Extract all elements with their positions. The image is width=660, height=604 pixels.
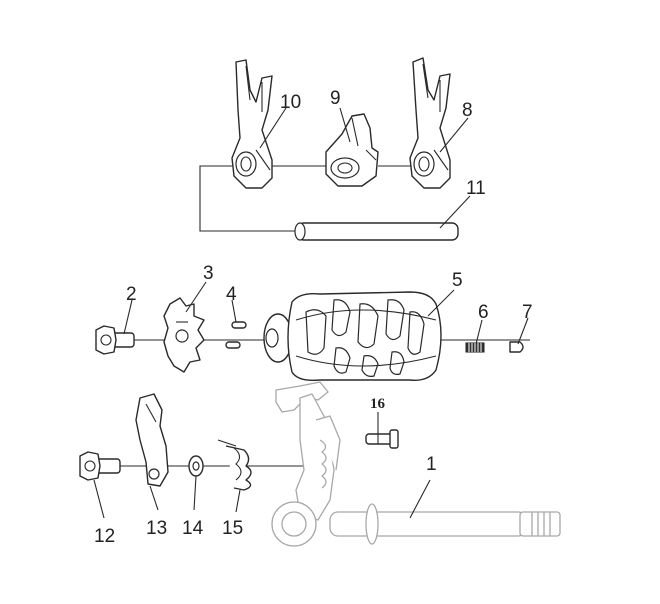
callout-15: 15 <box>222 518 243 539</box>
washer-14 <box>188 455 204 477</box>
callout-3: 3 <box>203 263 214 284</box>
shift-shaft-group <box>79 381 561 547</box>
callout-7: 7 <box>522 302 533 323</box>
callout-6: 6 <box>478 302 489 323</box>
callout-8: 8 <box>462 100 473 121</box>
shift-fork-8 <box>409 57 451 189</box>
callout-14: 14 <box>182 518 204 539</box>
callout-2: 2 <box>126 284 137 305</box>
callout-12: 12 <box>94 526 115 547</box>
return-spring-15 <box>217 439 252 491</box>
callout-4: 4 <box>226 284 237 305</box>
bolt-2 <box>95 325 135 355</box>
callout-10: 10 <box>280 92 301 113</box>
fork-shaft-guide-line <box>199 165 298 232</box>
fork-shaft-11 <box>294 222 459 241</box>
callout-1: 1 <box>426 454 437 475</box>
shift-fork-9 <box>325 113 379 187</box>
bolt-12 <box>79 451 121 481</box>
shift-drum-group <box>95 291 530 382</box>
detent-pin-7 <box>509 341 524 353</box>
spring-6 <box>465 342 485 353</box>
callout-5: 5 <box>452 270 463 291</box>
shift-shaft-1 <box>271 381 561 547</box>
callout-11: 11 <box>466 178 486 199</box>
shift-drum-5 <box>263 291 442 382</box>
shift-fork-10 <box>231 59 273 189</box>
fork-assembly-group <box>199 57 459 241</box>
callout-16: 16 <box>370 396 386 412</box>
shift-drum-segment-3 <box>163 297 205 373</box>
leader-lines <box>93 107 529 519</box>
callout-13: 13 <box>146 518 167 539</box>
shift-lever-13 <box>135 393 169 487</box>
dowel-pins-4 <box>225 321 247 349</box>
bolt-16 <box>365 429 399 449</box>
callout-labels: 10 9 8 11 2 3 4 5 6 7 16 1 12 13 14 15 <box>94 88 533 547</box>
callout-9: 9 <box>330 88 341 109</box>
